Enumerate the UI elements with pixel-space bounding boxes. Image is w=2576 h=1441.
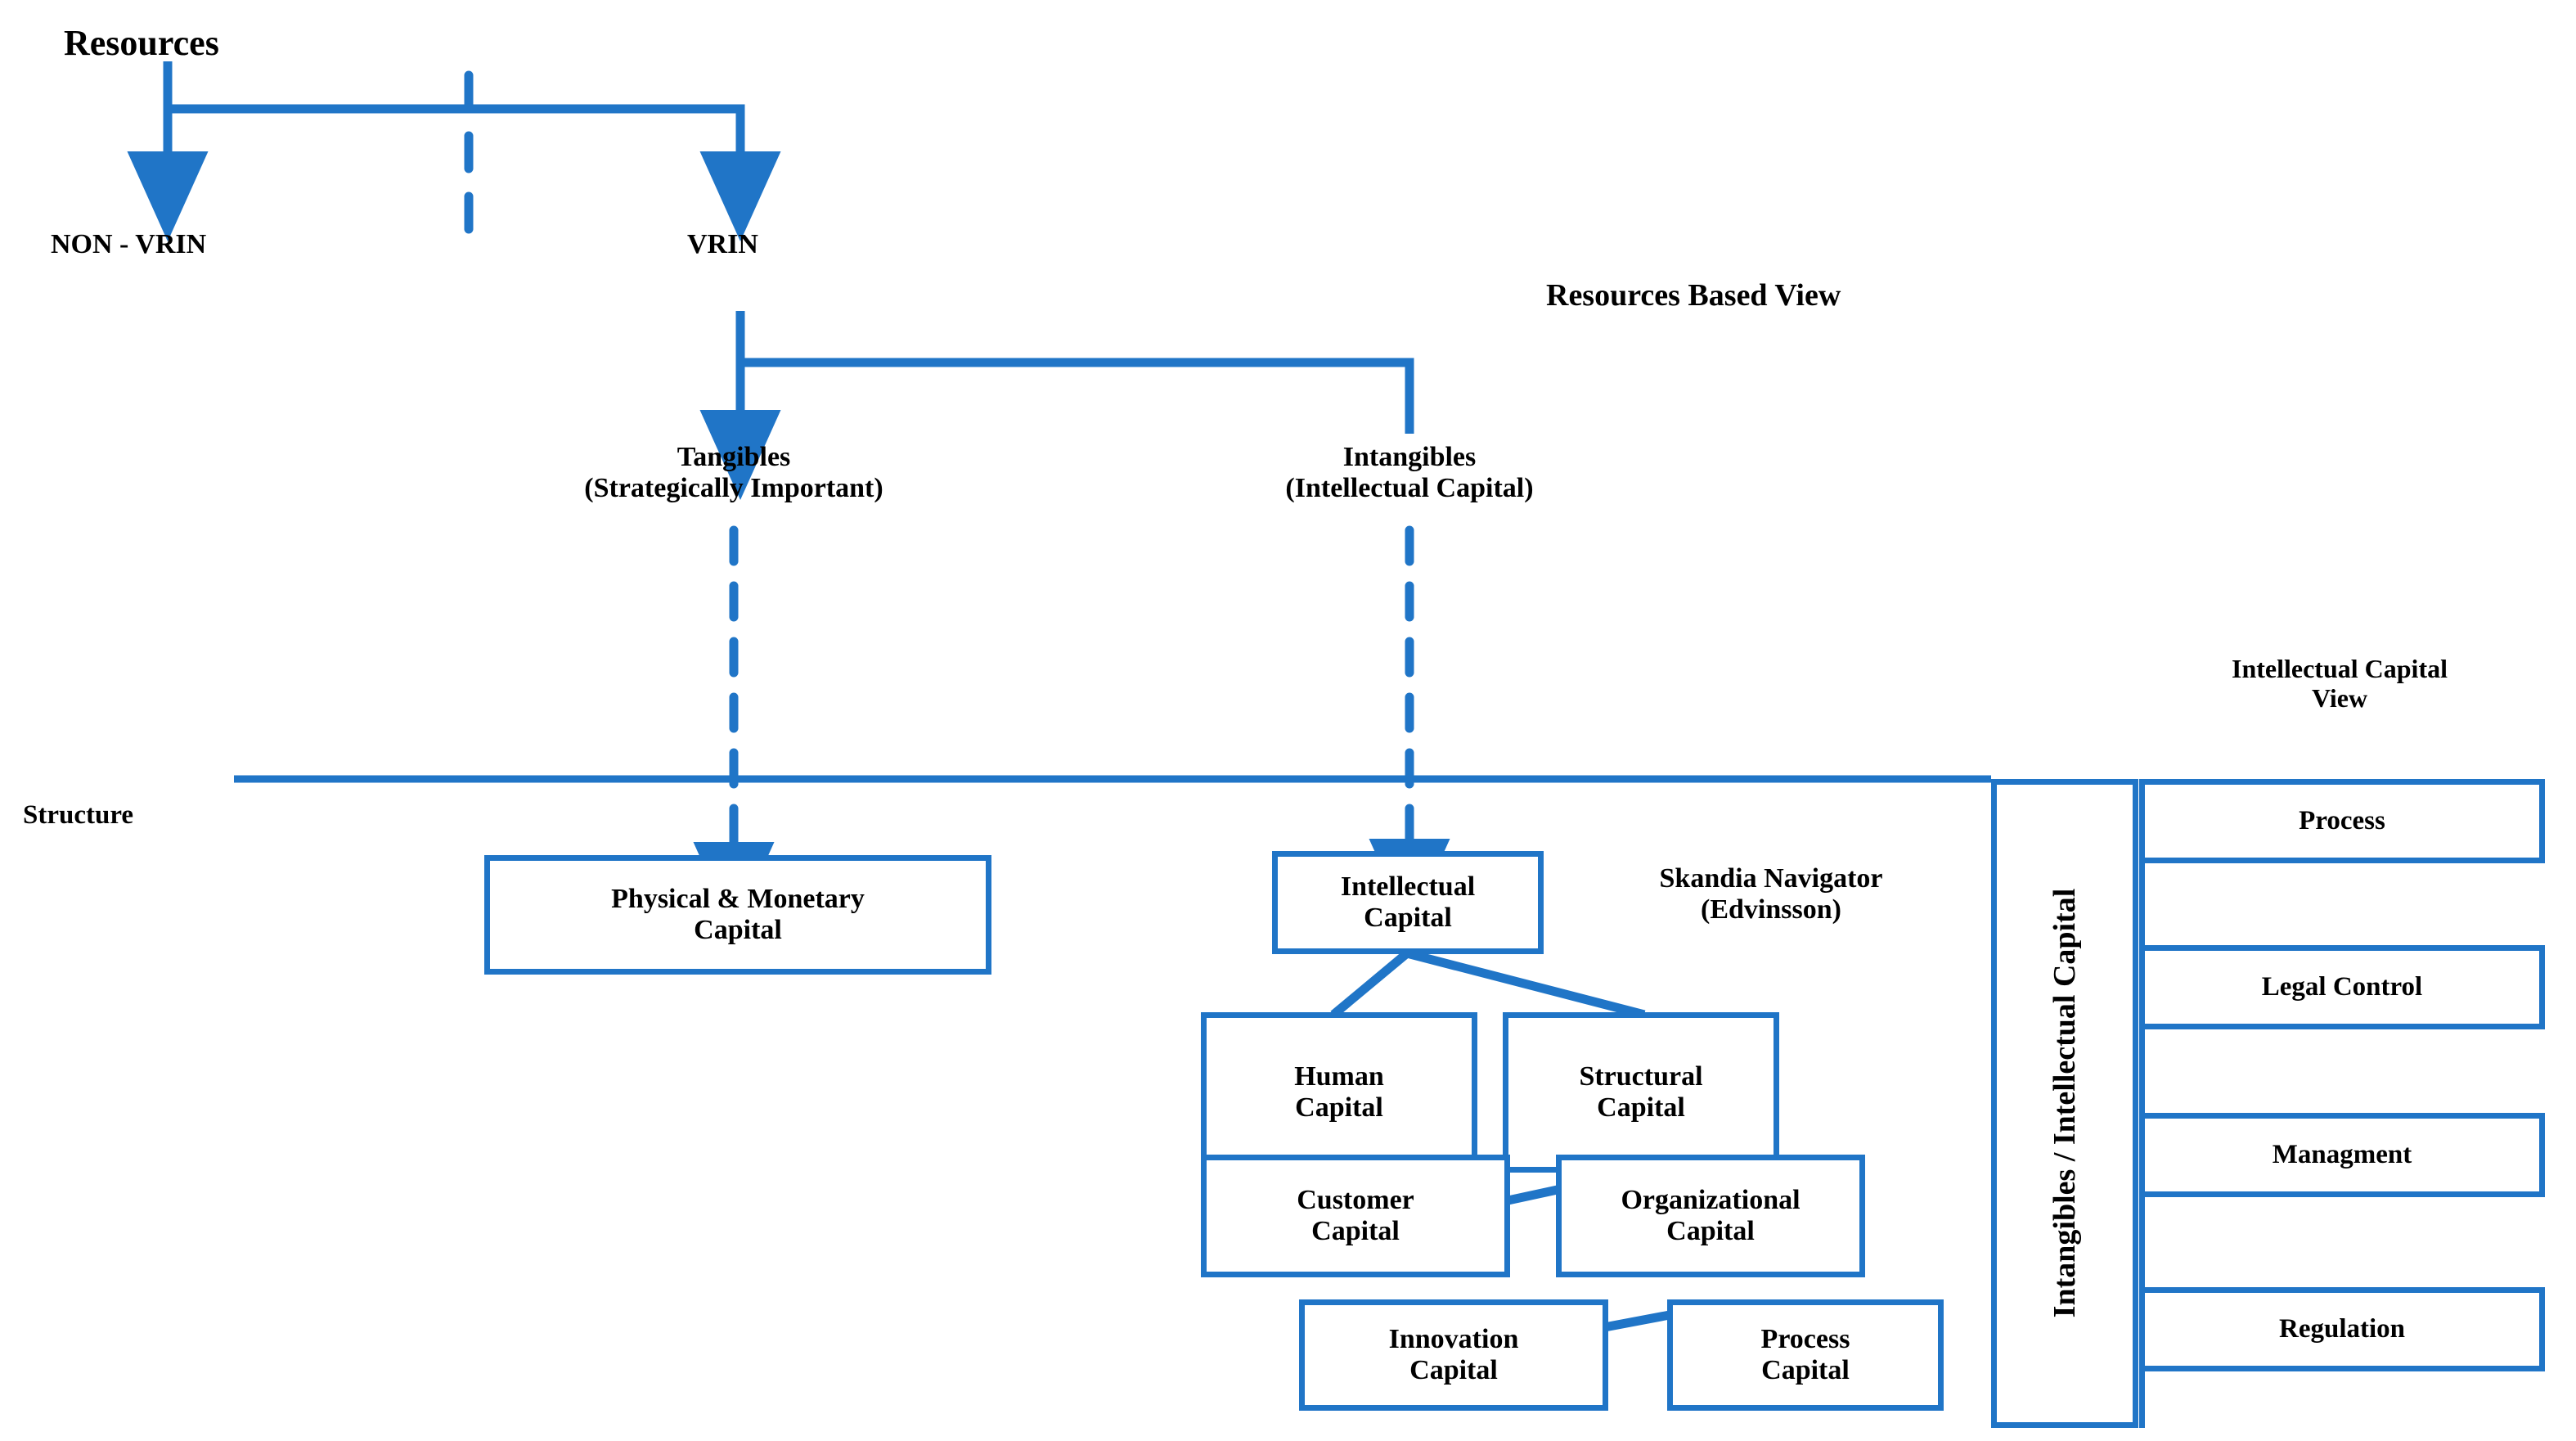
ic-row-spine-3 — [2139, 1191, 2145, 1293]
label-structure: Structure — [23, 800, 134, 830]
ic-row-process[interactable]: Process — [2139, 779, 2545, 863]
page-title-resources: Resources — [64, 23, 219, 63]
label-vrin: VRIN — [687, 229, 758, 259]
ic-rowgap-rule-2 — [2139, 1113, 2545, 1119]
ic-row-legal-control[interactable]: Legal Control — [2139, 945, 2545, 1029]
box-customer-capital[interactable]: Customer Capital — [1201, 1155, 1510, 1277]
label-skandia-navigator: Skandia Navigator (Edvinsson) — [1659, 863, 1883, 925]
vrin-split-connector — [699, 311, 1414, 500]
box-physical-monetary-capital[interactable]: Physical & Monetary Capital — [484, 855, 991, 975]
title-intellectual-capital-view: Intellectual Capital View — [2232, 654, 2448, 713]
label-non-vrin: NON - VRIN — [51, 229, 207, 259]
box-intellectual-capital[interactable]: Intellectual Capital — [1272, 851, 1544, 954]
ic-panel-outer — [1991, 779, 2138, 1428]
ic-rowgap-rule-1 — [2139, 945, 2545, 951]
title-resources-based-view: Resources Based View — [1546, 278, 1841, 313]
ic-row-regulation[interactable]: Regulation — [2139, 1287, 2545, 1371]
box-innovation-capital[interactable]: Innovation Capital — [1299, 1299, 1608, 1411]
ic-panel-bottom-rule — [2139, 1366, 2545, 1371]
box-human-capital[interactable]: Human Capital — [1201, 1012, 1477, 1173]
ic-row-spine-2 — [2139, 1024, 2145, 1119]
ic-panel-vertical-label: Intangibles / Intellectual Capital — [2048, 888, 2082, 1318]
box-structural-capital[interactable]: Structural Capital — [1503, 1012, 1779, 1173]
ic-row-spine-4 — [2139, 1366, 2145, 1428]
resources-split-connector — [127, 61, 781, 241]
ic-row-managment[interactable]: Managment — [2139, 1113, 2545, 1197]
box-process-capital[interactable]: Process Capital — [1667, 1299, 1944, 1411]
box-organizational-capital[interactable]: Organizational Capital — [1556, 1155, 1865, 1277]
label-intangibles: Intangibles (Intellectual Capital) — [1285, 442, 1534, 504]
label-tangibles: Tangibles (Strategically Important) — [584, 442, 883, 504]
ic-row-spine-1 — [2139, 858, 2145, 951]
